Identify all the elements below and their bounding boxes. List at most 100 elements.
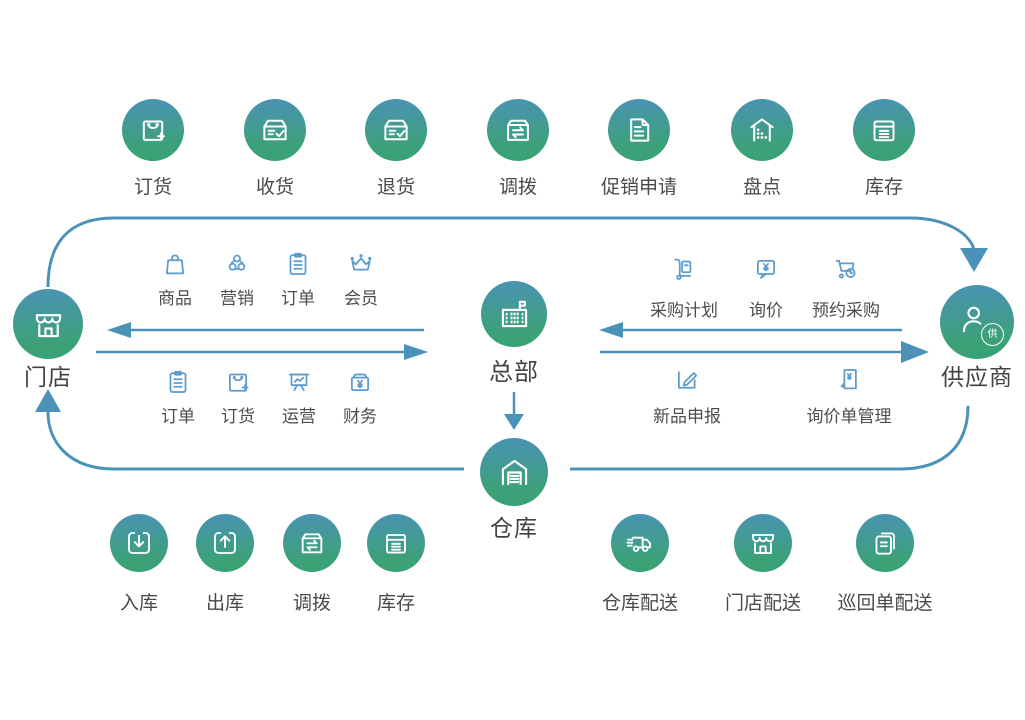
arrowhead-right-group-right: [901, 341, 929, 363]
store-node-circle: [13, 289, 83, 359]
arrowhead-right-group-left: [599, 322, 623, 338]
top-node-promo-circle: [608, 99, 670, 161]
hq-building-icon: [496, 296, 533, 333]
mini-operations: [284, 367, 314, 397]
mini-inquiry: [751, 254, 781, 284]
box-check-icon: [379, 113, 413, 147]
top-node-receive-label: 收货: [255, 177, 295, 198]
storefront-icon: [747, 527, 779, 559]
clipboard-icon: [163, 367, 193, 397]
top-node-receive-circle: [244, 99, 306, 161]
document-icon: [622, 113, 656, 147]
mini-inquiry-mgmt-label: 询价单管理: [806, 407, 892, 426]
top-node-inventory-label: 库存: [864, 177, 904, 198]
arrowhead-to-warehouse: [504, 414, 524, 430]
box-transfer-icon: [296, 527, 328, 559]
arrowhead-left-group-left: [107, 322, 131, 338]
bottom-node-inventory-circle: [367, 514, 425, 572]
top-node-inventory-circle: [853, 99, 915, 161]
arrowhead-to-supplier: [960, 248, 988, 272]
shopping-bag-icon: [160, 249, 190, 279]
warehouse-node-circle: [480, 438, 548, 506]
bottom-node-transfer-circle: [283, 514, 341, 572]
shopping-bag-plus-icon: [223, 367, 253, 397]
bottom-node-outbound-label: 出库: [205, 593, 245, 614]
mini-goods: [160, 249, 190, 279]
mini-inquiry-mgmt: [834, 364, 864, 394]
shopping-bag-plus-icon: [136, 113, 170, 147]
mini-members-label: 会员: [344, 289, 378, 308]
hq-node-circle: [481, 281, 547, 347]
trolley-icon: [669, 254, 699, 284]
flow-supplier-to-warehouse-line: [570, 405, 970, 471]
marketing-circles-icon: [222, 249, 252, 279]
warehouse-node-label: 仓库: [490, 515, 538, 541]
bottom-node-outbound-circle: [196, 514, 254, 572]
bottom-node-warehouse-delivery-label: 仓库配送: [601, 593, 679, 614]
mini-finance-label: 财务: [343, 407, 377, 426]
top-node-stocktake-circle: [731, 99, 793, 161]
top-node-order-circle: [122, 99, 184, 161]
outbound-arrow-icon: [209, 527, 241, 559]
mini-ordergoods-label: 订货: [221, 407, 255, 426]
bottom-node-inbound-label: 入库: [119, 593, 159, 614]
bottom-node-transfer-label: 调拨: [292, 593, 332, 614]
price-doc-icon: [834, 364, 864, 394]
top-node-promo-label: 促销申请: [600, 177, 678, 198]
mini-reserved-purchase-label: 预约采购: [812, 301, 880, 320]
cashbox-icon: [345, 367, 375, 397]
crown-icon: [346, 249, 376, 279]
mini-orders2-label: 订单: [161, 407, 195, 426]
bottom-node-store-delivery-circle: [734, 514, 792, 572]
inbound-arrow-icon: [123, 527, 155, 559]
supplier-badge: 供: [981, 323, 1004, 346]
bottom-node-tour-delivery-circle: [856, 514, 914, 572]
mini-goods-label: 商品: [158, 289, 192, 308]
top-node-order-label: 订货: [133, 177, 173, 198]
mini-purchase-plan: [669, 254, 699, 284]
mini-ordergoods: [223, 367, 253, 397]
mini-orders2: [163, 367, 193, 397]
bottom-node-inbound-circle: [110, 514, 168, 572]
top-node-return-circle: [365, 99, 427, 161]
bottom-node-store-delivery-label: 门店配送: [724, 593, 802, 614]
mini-marketing-label: 营销: [220, 289, 254, 308]
mini-new-product: [672, 364, 702, 394]
building-dots-icon: [745, 113, 779, 147]
mini-orders1-label: 订单: [281, 289, 315, 308]
store-node-label: 门店: [24, 364, 72, 390]
mini-members: [346, 249, 376, 279]
presentation-chart-icon: [284, 367, 314, 397]
storefront-icon: [30, 306, 67, 343]
documents-stack-icon: [869, 527, 901, 559]
warehouse-icon: [496, 454, 533, 491]
bottom-node-tour-delivery-label: 巡回单配送: [837, 593, 933, 614]
storage-box-icon: [867, 113, 901, 147]
clipboard-icon: [283, 249, 313, 279]
mini-finance: [345, 367, 375, 397]
mini-inquiry-label: 询价: [749, 301, 783, 320]
bottom-node-inventory-label: 库存: [376, 593, 416, 614]
arrowhead-left-group-right: [404, 344, 428, 360]
top-node-transfer-circle: [487, 99, 549, 161]
mini-marketing: [222, 249, 252, 279]
supplier-node-circle: 供: [940, 285, 1014, 359]
arrowhead-to-store: [35, 389, 61, 412]
storage-box-icon: [380, 527, 412, 559]
price-bubble-icon: [751, 254, 781, 284]
top-node-transfer-label: 调拨: [498, 177, 538, 198]
mini-reserved-purchase: [831, 254, 861, 284]
mini-purchase-plan-label: 采购计划: [650, 301, 718, 320]
supplier-node-label: 供应商: [941, 364, 1013, 390]
cart-clock-icon: [831, 254, 861, 284]
top-node-stocktake-label: 盘点: [742, 177, 782, 198]
edit-pencil-icon: [672, 364, 702, 394]
mini-orders1: [283, 249, 313, 279]
flow-warehouse-to-store-line: [46, 411, 464, 471]
mini-new-product-label: 新品申报: [653, 407, 721, 426]
box-check-icon: [258, 113, 292, 147]
hq-node-label: 总部: [489, 359, 539, 386]
box-transfer-icon: [501, 113, 535, 147]
